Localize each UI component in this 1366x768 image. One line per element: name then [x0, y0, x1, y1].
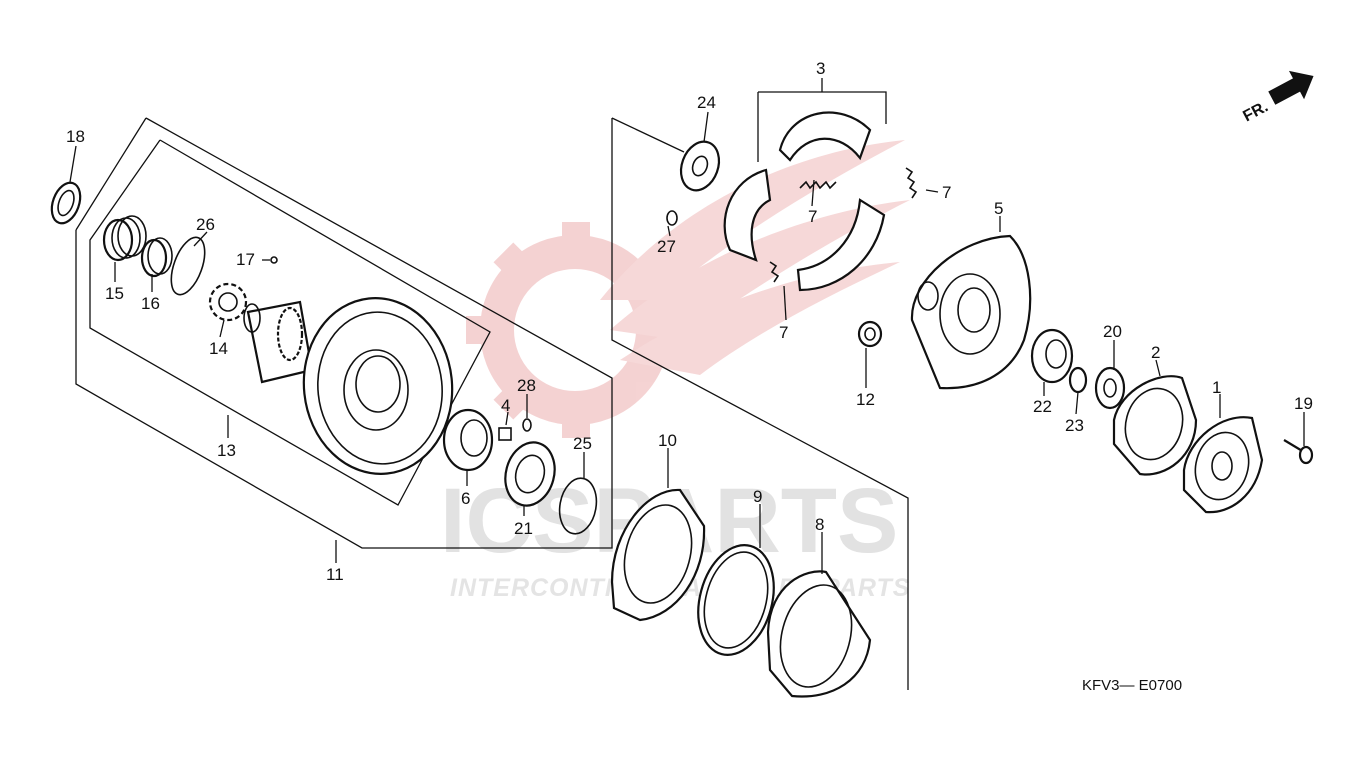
part-28-roller	[522, 418, 532, 432]
callout-17: 17	[236, 250, 255, 269]
part-12-nut	[857, 320, 883, 348]
part-23-washer	[1068, 366, 1088, 394]
part-5-drive-plate	[910, 234, 1032, 390]
callout-11: 11	[326, 565, 344, 584]
callout-3: 3	[816, 59, 825, 78]
callout-labels: 1 2 3 4 5 6 7 7 7 8 9 10 11 12 13 14 15 …	[66, 59, 1313, 584]
callout-26: 26	[196, 215, 215, 234]
part-13-clutch-outer	[302, 297, 454, 475]
fr-arrow-icon	[1268, 70, 1314, 105]
callout-21: 21	[514, 519, 533, 538]
part-14-gear	[208, 282, 248, 322]
callout-22: 22	[1033, 397, 1052, 416]
callout-20: 20	[1103, 322, 1122, 341]
part-15-spring	[102, 215, 147, 262]
part-7-spring-a	[799, 180, 837, 190]
callout-7a: 7	[808, 207, 817, 226]
part-18-seal	[50, 181, 82, 225]
callout-28: 28	[517, 376, 536, 395]
callout-5: 5	[994, 199, 1003, 218]
direction-indicator: FR.	[1240, 70, 1314, 125]
part-2-gasket	[1112, 375, 1198, 476]
callout-25: 25	[573, 434, 592, 453]
callout-2: 2	[1151, 343, 1160, 362]
callout-8: 8	[815, 515, 824, 534]
callout-4: 4	[501, 396, 510, 415]
direction-label: FR.	[1240, 98, 1271, 125]
callout-9: 9	[753, 487, 762, 506]
part-6-one-way-clutch	[442, 408, 494, 472]
diagram-code: KFV3— E0700	[1082, 677, 1182, 694]
callout-23: 23	[1065, 416, 1084, 435]
assembly-box-right	[611, 78, 909, 690]
callout-19: 19	[1294, 394, 1313, 413]
part-20-nut	[1094, 366, 1126, 410]
callout-7b: 7	[942, 183, 951, 202]
callout-1: 1	[1212, 378, 1221, 397]
callout-14: 14	[209, 339, 228, 358]
callout-7c: 7	[779, 323, 788, 342]
part-shaft	[243, 300, 314, 384]
callout-13: 13	[217, 441, 236, 460]
part-4-spring	[498, 427, 512, 441]
callout-24: 24	[697, 93, 716, 112]
part-7-spring-b	[905, 167, 918, 199]
part-27-clip	[666, 210, 678, 226]
assembly-box-13	[89, 139, 491, 506]
callout-27: 27	[657, 237, 676, 256]
part-21-plate	[504, 441, 556, 507]
part-1-cover	[1182, 416, 1264, 514]
part-3-clutch-shoes	[723, 111, 886, 292]
part-10-gasket	[610, 488, 706, 622]
part-25-circlip	[558, 477, 598, 535]
part-17-pin	[270, 256, 278, 264]
part-26-clip	[170, 236, 206, 296]
part-16-spring	[140, 237, 173, 278]
leader-lines	[69, 111, 1305, 574]
callout-12: 12	[856, 390, 875, 409]
part-24-washer	[679, 140, 721, 192]
callout-16: 16	[141, 294, 160, 313]
part-22-collar	[1030, 328, 1074, 384]
callout-18: 18	[66, 127, 85, 146]
callout-15: 15	[105, 284, 124, 303]
callout-10: 10	[658, 431, 677, 450]
assembly-box-11	[75, 117, 613, 549]
part-8-gasket	[766, 570, 872, 698]
part-19-bolt	[1283, 439, 1314, 465]
callout-6: 6	[461, 489, 470, 508]
part-7-spring-c	[769, 261, 780, 283]
